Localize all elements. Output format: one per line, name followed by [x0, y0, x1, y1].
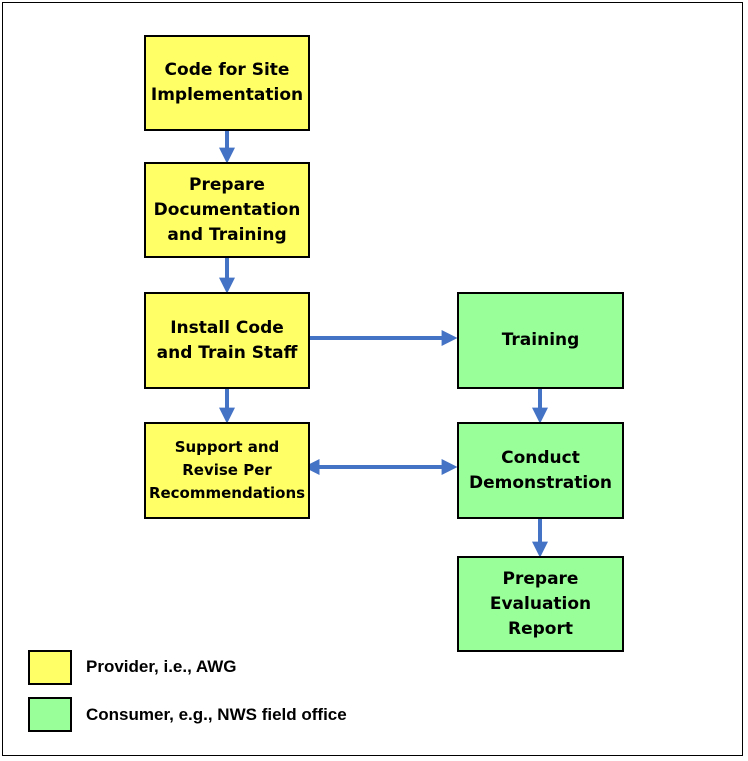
step-conduct-demonstration: Conduct Demonstration — [457, 422, 624, 519]
step-evaluation-report: Prepare Evaluation Report — [457, 556, 624, 652]
step-prepare-documentation: Prepare Documentation and Training — [144, 162, 310, 258]
step-code-for-site: Code for Site Implementation — [144, 35, 310, 131]
step-training: Training — [457, 292, 624, 389]
legend-label-provider: Provider, i.e., AWG — [86, 657, 237, 676]
legend-swatch-provider — [28, 650, 72, 685]
legend-label-consumer: Consumer, e.g., NWS field office — [86, 705, 347, 724]
legend-swatch-consumer — [28, 697, 72, 732]
step-support-revise: Support and Revise Per Recommendations — [144, 422, 310, 519]
step-install-code: Install Code and Train Staff — [144, 292, 310, 389]
